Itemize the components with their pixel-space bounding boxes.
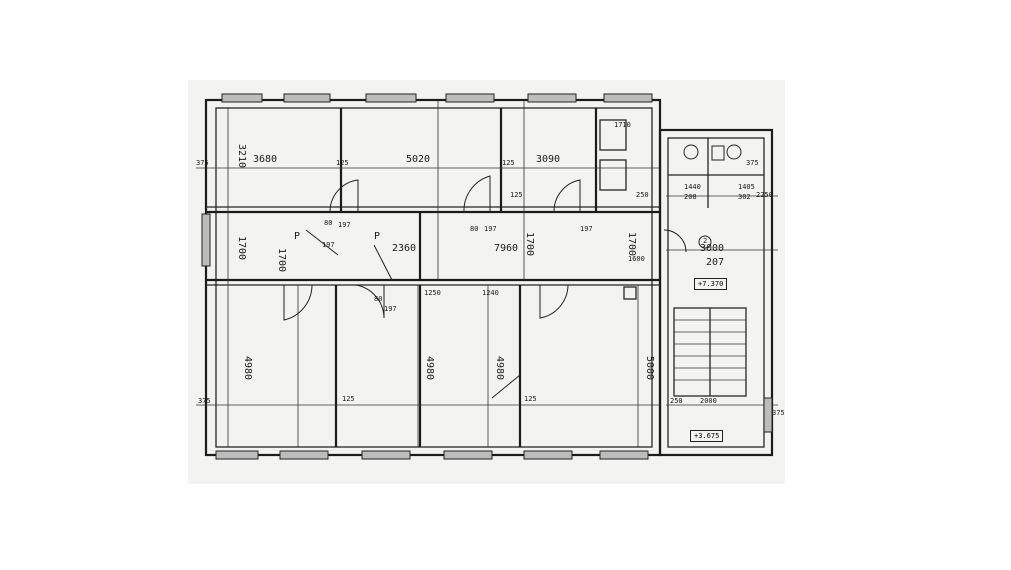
room-number-208: 208	[684, 193, 697, 201]
floor-plan-sheet: 3680 5020 3090 3210 1700 2360 7960 1700 …	[188, 80, 785, 484]
dim-label-1440: 1440	[684, 183, 701, 191]
room-number-207: 207	[706, 257, 725, 268]
window-top-5	[527, 93, 577, 103]
dim-label-250-a: 250	[670, 397, 683, 405]
wc-box-2	[599, 159, 627, 191]
dim-label-4980-1: 4980	[242, 356, 253, 381]
dim-label-80-b: 80	[470, 225, 479, 233]
dim-label-375-c: 375	[772, 409, 785, 417]
window-bottom-2	[279, 450, 329, 460]
dim-label-1700: 1700	[236, 236, 247, 261]
dim-label-125-b: 125	[502, 159, 515, 167]
level-box-lower: +3.675	[690, 430, 724, 442]
window-bottom-6	[599, 450, 649, 460]
door-arc-2	[463, 175, 491, 213]
window-top-4	[445, 93, 495, 103]
dim-label-1250: 1250	[424, 289, 441, 297]
door-arc-6	[539, 284, 569, 319]
window-top-1	[221, 93, 263, 103]
dim-label-4980-3: 4980	[494, 356, 505, 381]
dim-label-80-a: 80	[324, 219, 333, 227]
dim-label-375-a: 375	[196, 159, 209, 167]
dim-label-3000: 3000	[700, 243, 725, 254]
dim-label-1600: 1600	[628, 255, 645, 263]
dim-label-2360: 2360	[392, 243, 417, 254]
level-box-upper: +7.370	[694, 278, 728, 290]
dim-label-197-c: 197	[484, 225, 497, 233]
dim-label-3090: 3090	[536, 154, 561, 165]
dim-label-125-d: 125	[342, 395, 355, 403]
door-arc-stair	[663, 229, 687, 253]
dim-label-2000: 2000	[700, 397, 717, 405]
floor-plan-drawing	[196, 93, 778, 460]
window-annex	[763, 397, 773, 433]
dim-label-5000: 5000	[644, 356, 655, 381]
dim-label-1405: 1405	[738, 183, 755, 191]
dim-label-3210: 3210	[236, 144, 247, 169]
window-bottom-5	[523, 450, 573, 460]
door-leaf-room3	[491, 374, 521, 399]
dim-label-125-e: 125	[524, 395, 537, 403]
door-leaf-corridor-1	[305, 229, 339, 256]
dim-label-3680: 3680	[253, 154, 278, 165]
door-arc-5	[355, 284, 385, 319]
window-top-2	[283, 93, 331, 103]
door-arc-4	[283, 284, 313, 321]
window-bottom-1	[215, 450, 259, 460]
circle-marker	[698, 235, 712, 249]
wc-fixture-2	[726, 144, 742, 160]
dim-label-1700-c: 1700	[626, 232, 637, 257]
chimney-square	[623, 286, 637, 300]
dim-label-4980-2: 4980	[424, 356, 435, 381]
dim-label-5020: 5020	[406, 154, 431, 165]
dim-label-197-a: 197	[322, 241, 335, 249]
annex-wall	[658, 128, 774, 457]
annex-inner-wall	[667, 137, 765, 448]
dim-label-250-b: 250	[636, 191, 649, 199]
mark-p-2: P	[374, 231, 381, 242]
dim-label-125-a: 125	[336, 159, 349, 167]
dim-label-197-b: 197	[338, 221, 351, 229]
door-leaf-corridor-2	[373, 244, 393, 281]
dim-label-375-b: 375	[198, 397, 211, 405]
dim-label-1700-d: 1700	[276, 248, 287, 273]
door-arc-3	[553, 179, 581, 213]
staircase	[673, 307, 747, 397]
dim-label-80-c: 80	[374, 295, 383, 303]
wc-fixture-1	[683, 144, 699, 160]
sink-fixture	[711, 145, 725, 161]
window-bottom-4	[443, 450, 493, 460]
dim-label-197-d: 197	[580, 225, 593, 233]
dim-label-7960: 7960	[494, 243, 519, 254]
window-top-3	[365, 93, 417, 103]
room-number-302: 302	[738, 193, 751, 201]
inner-wall-line	[215, 107, 653, 448]
dim-label-375-d: 375	[746, 159, 759, 167]
dim-label-1700-b: 1700	[524, 232, 535, 257]
dim-label-1240: 1240	[482, 289, 499, 297]
dim-label-197-e: 197	[384, 305, 397, 313]
dim-label-2250: 2250	[756, 191, 773, 199]
door-arc-1	[329, 179, 359, 213]
dim-label-1710: 1710	[614, 121, 631, 129]
window-top-6	[603, 93, 653, 103]
window-left	[201, 213, 211, 267]
dim-label-125-c: 125	[510, 191, 523, 199]
circle-marker-label: 2	[703, 237, 708, 245]
mark-p-1: P	[294, 231, 301, 242]
window-bottom-3	[361, 450, 411, 460]
wc-box-1	[599, 119, 627, 151]
